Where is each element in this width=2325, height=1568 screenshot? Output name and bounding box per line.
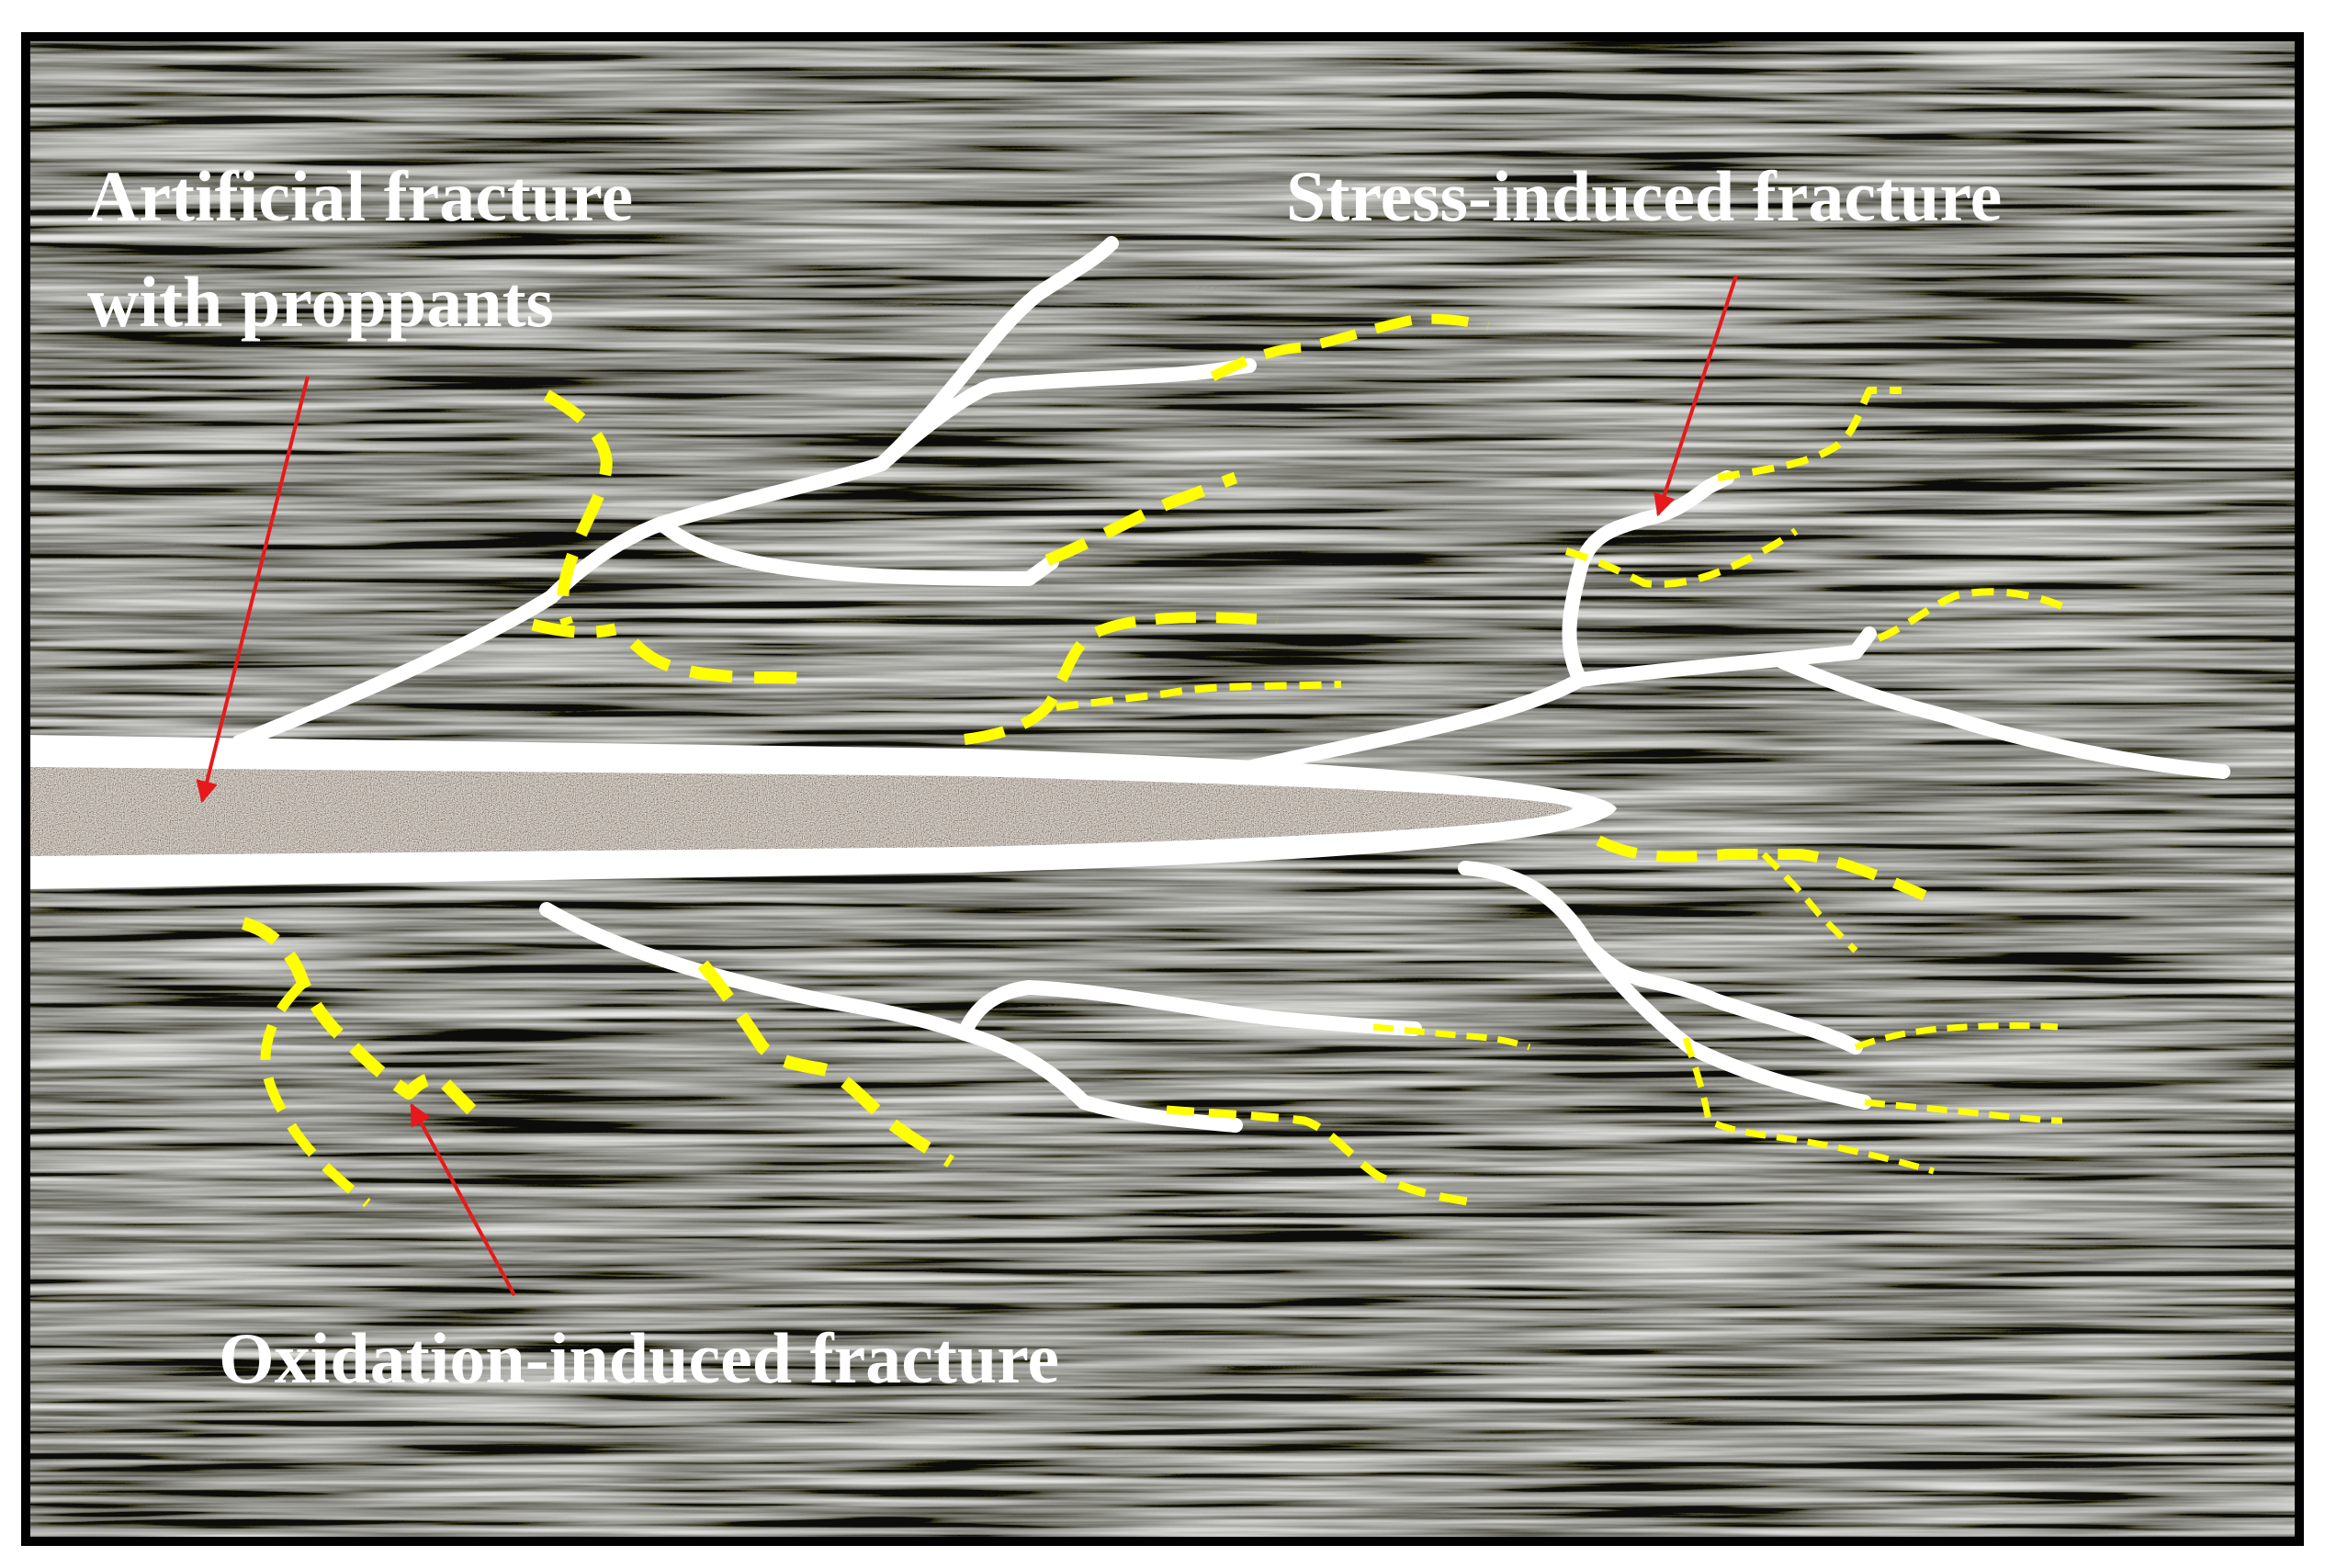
artificial-fracture xyxy=(26,735,1617,889)
label-artificial-fracture-line1: Artificial fracture xyxy=(87,156,633,236)
oxidation-fracture-segment xyxy=(260,979,371,1208)
annotation-arrows xyxy=(196,275,1738,1296)
arrow-artificial-fracture xyxy=(196,376,310,804)
oxidation-fracture-segment xyxy=(1055,681,1342,711)
oxidation-fracture-segment xyxy=(531,618,617,638)
white-branch-fractures xyxy=(231,236,2230,1133)
oxidation-fracture-segment xyxy=(543,389,613,627)
oxidation-fracture-segment xyxy=(1596,835,1927,901)
arrow-oxidation-fracture xyxy=(410,1102,516,1296)
oxidation-fracture-segment xyxy=(1717,387,1902,481)
oxidation-fracture-segment xyxy=(629,638,810,686)
oxidation-fracture-segment xyxy=(1877,588,2069,642)
oxidation-fracture-segment xyxy=(697,960,954,1168)
oxidation-fracture-segment xyxy=(1564,527,1799,588)
diagram-border xyxy=(21,32,2304,1546)
oxidation-fracture-segment xyxy=(1854,1022,2059,1051)
oxidation-fracture-segment xyxy=(1210,313,1490,381)
oxidation-fracture-segment xyxy=(1372,1023,1531,1051)
oxidation-fracture-segment xyxy=(1864,1099,2063,1124)
label-oxidation-induced-fracture: Oxidation-induced fracture xyxy=(219,1318,1059,1398)
oxidation-fracture-segment xyxy=(1044,471,1238,567)
oxidation-fracture-segment xyxy=(1166,1105,1480,1208)
oxidation-fracture-segment xyxy=(1682,1036,1935,1175)
oxidation-fracture-segment xyxy=(964,612,1278,745)
arrow-stress-fracture xyxy=(1653,275,1738,517)
label-stress-induced-fracture: Stress-induced fracture xyxy=(1286,156,2002,236)
oxidation-fracture-segment xyxy=(1761,852,1858,953)
label-artificial-fracture-line2: with proppants xyxy=(87,262,554,342)
oxidation-fractures xyxy=(241,313,2069,1208)
oxidation-fracture-segment xyxy=(241,917,487,1125)
